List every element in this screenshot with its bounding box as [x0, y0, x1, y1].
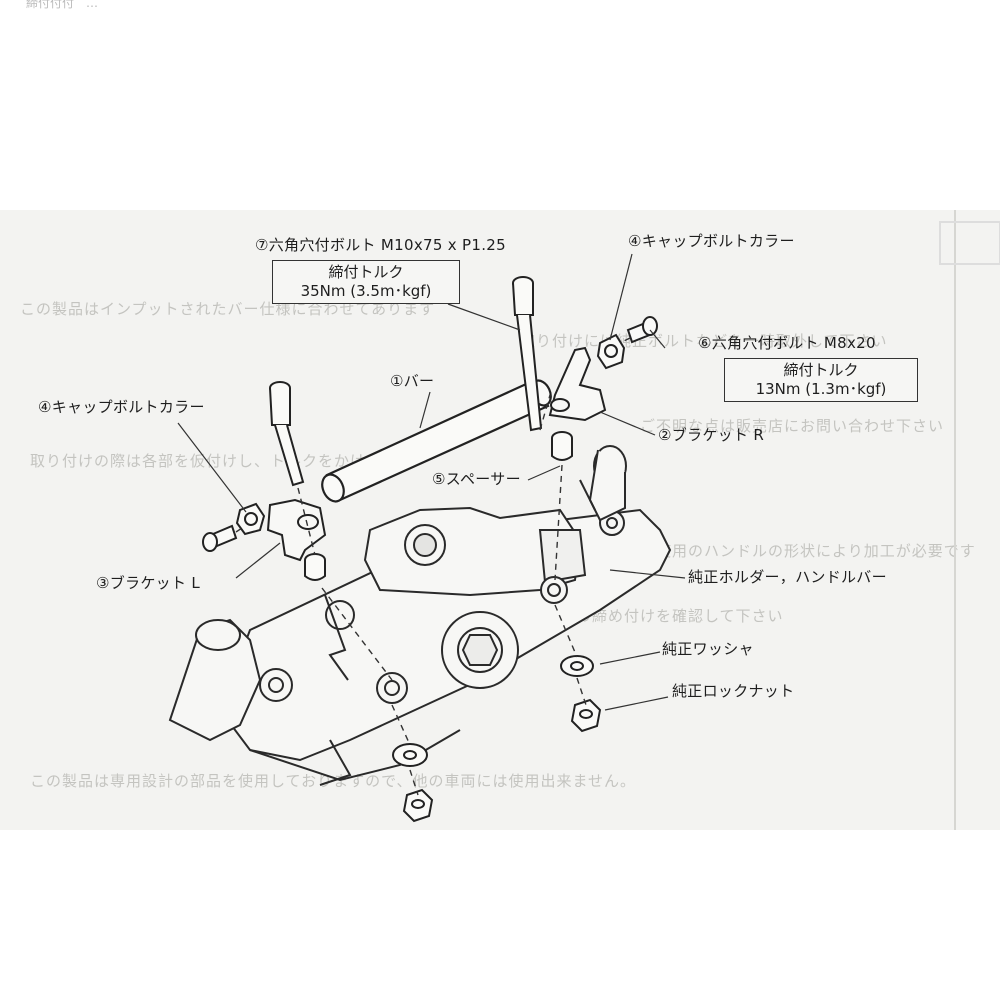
label-spacer: ⑤スペーサー [432, 470, 521, 488]
background-text-line: ご使用のハンドルの形状により加工が必要です [640, 542, 976, 560]
oem-locknut-left [402, 788, 434, 823]
oem-washer-left [392, 743, 428, 767]
bracket-l [266, 498, 327, 562]
bolt-m10 [512, 276, 543, 432]
torque-box-m8: 締付トルク 13Nm (1.3m･kgf) [724, 358, 918, 402]
spacer-right [551, 431, 573, 461]
torque-value-m8: 13Nm (1.3m･kgf) [755, 380, 887, 398]
label-oem-washer: 純正ワッシャ [662, 640, 754, 658]
manual-page-photo: この製品はインプットされたバー仕様に合わせてあります 取り付けには純正ボルトなど… [0, 210, 1000, 830]
background-text-line: この製品はインプットされたバー仕様に合わせてあります [20, 300, 436, 318]
leader-lines [177, 253, 686, 711]
exploded-view-drawing [168, 210, 1000, 830]
assembly-axes [235, 337, 631, 796]
bolt-m8 [626, 316, 658, 344]
label-bolt-m10: ⑦六角穴付ボルト M10x75 x P1.25 [255, 236, 506, 254]
torque-value-m10: 35Nm (3.5m･kgf) [300, 282, 432, 300]
bolt-left-horizontal [202, 524, 238, 552]
bolt-left-vertical [269, 381, 305, 487]
torque-title-m8: 締付トルク [783, 361, 859, 379]
cap-collar-right [596, 333, 626, 370]
oem-locknut-right [570, 698, 602, 733]
holder-center-block [363, 506, 587, 597]
cap-collar-left [235, 502, 266, 536]
bar-tube [321, 378, 552, 503]
label-oem-holder: 純正ホルダー，ハンドルバー [688, 568, 887, 586]
spacer-left [304, 553, 326, 581]
label-bolt-m8: ⑥六角穴付ボルト M8x20 [698, 334, 876, 352]
background-text-line: ご不明な点は販売店にお問い合わせ下さい [640, 417, 945, 435]
label-bar: ①バー [390, 372, 435, 390]
header-fragment: 締付付付 … [26, 0, 99, 10]
stem-nut [441, 611, 519, 689]
label-cap-collar-right: ④キャップボルトカラー [628, 232, 795, 250]
bracket-r [548, 346, 607, 422]
label-oem-locknut: 純正ロックナット [672, 682, 795, 700]
label-cap-collar-left: ④キャップボルトカラー [38, 398, 205, 416]
oem-washer-right [560, 655, 594, 677]
torque-box-m10: 締付トルク 35Nm (3.5m･kgf) [272, 260, 460, 304]
handlebar-stub [579, 445, 627, 522]
label-bracket-l: ③ブラケット L [96, 574, 200, 592]
holder-notch-line [324, 594, 349, 681]
torque-title-m10: 締付トルク [328, 263, 404, 281]
label-bracket-r: ②ブラケット R [658, 426, 765, 444]
